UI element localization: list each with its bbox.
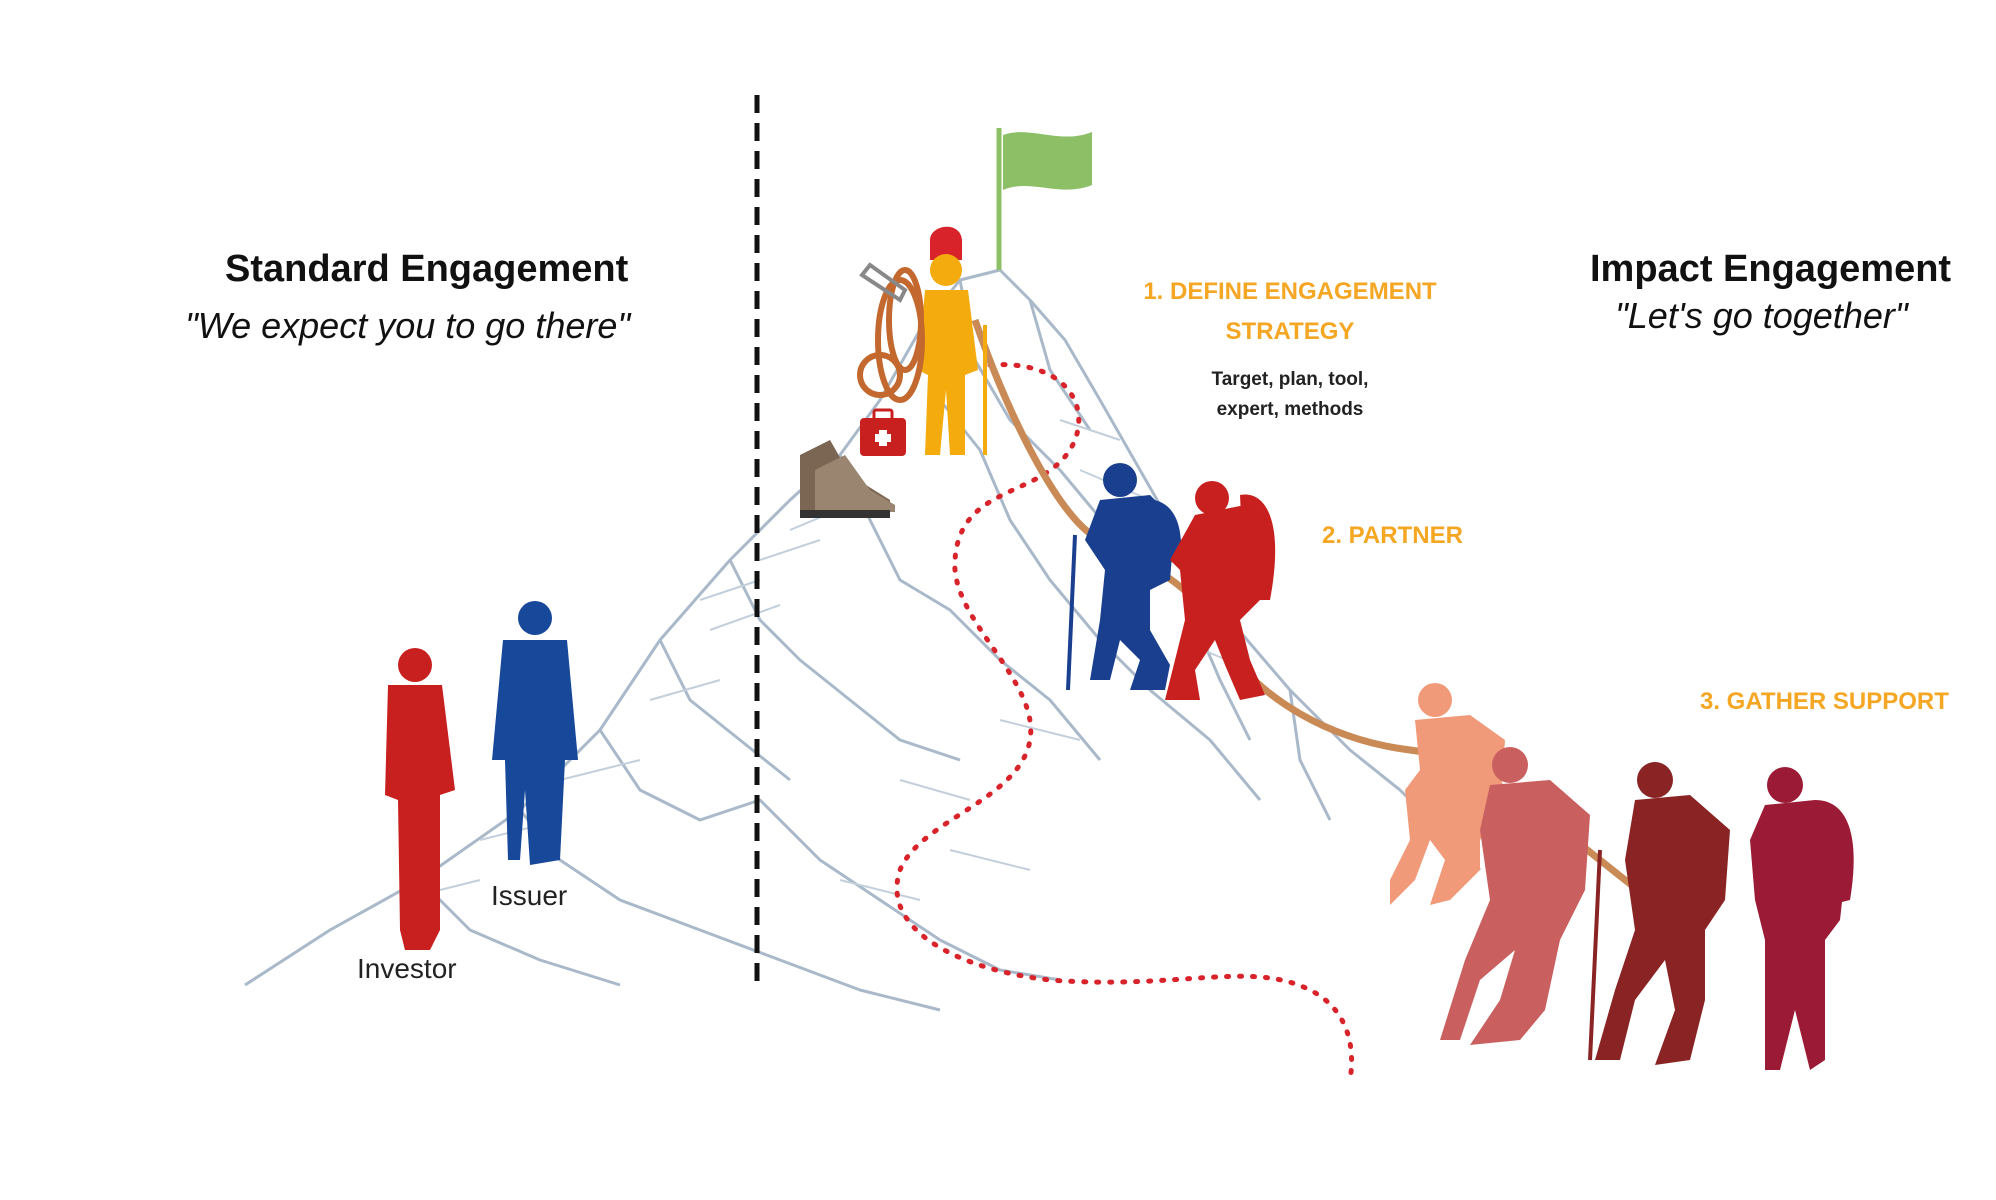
investor-figure	[385, 648, 455, 950]
support-hiker-1	[1390, 683, 1505, 905]
carabiner-icon	[859, 262, 908, 303]
step-1-line-2: STRATEGY	[1225, 318, 1355, 345]
partner-red-climber	[1165, 481, 1276, 700]
step-1-detail: Target, plan, tool, expert, methods	[1140, 365, 1440, 425]
impact-engagement-quote: "Let's go together"	[1615, 295, 1908, 336]
issuer-figure	[492, 601, 578, 865]
partner-blue-climber	[1066, 463, 1181, 691]
step-1-label: 1. DEFINE ENGAGEMENT STRATEGY	[1080, 278, 1500, 346]
investor-label: Investor	[357, 953, 457, 984]
support-hiker-2	[1440, 747, 1590, 1045]
step-1-detail-line-2: expert, methods	[1216, 399, 1364, 420]
issuer-label: Issuer	[491, 880, 568, 911]
leader-climber	[918, 226, 987, 455]
standard-engagement-title: Standard Engagement	[225, 248, 629, 290]
first-aid-kit-icon	[860, 408, 906, 456]
impact-engagement-title: Impact Engagement	[1590, 248, 1952, 290]
support-hiker-3	[1588, 762, 1730, 1065]
rope-coil-icon	[857, 267, 925, 403]
boots-icon	[800, 440, 895, 518]
step-1-detail-line-1: Target, plan, tool,	[1211, 369, 1369, 390]
flag	[996, 128, 1092, 270]
step-1-line-1: 1. DEFINE ENGAGEMENT	[1143, 278, 1437, 305]
step-3-label: 3. GATHER SUPPORT	[1700, 688, 1949, 715]
standard-engagement-quote: "We expect you to go there"	[185, 305, 631, 346]
step-2-label: 2. PARTNER	[1322, 522, 1463, 549]
support-hiker-4	[1750, 767, 1854, 1070]
